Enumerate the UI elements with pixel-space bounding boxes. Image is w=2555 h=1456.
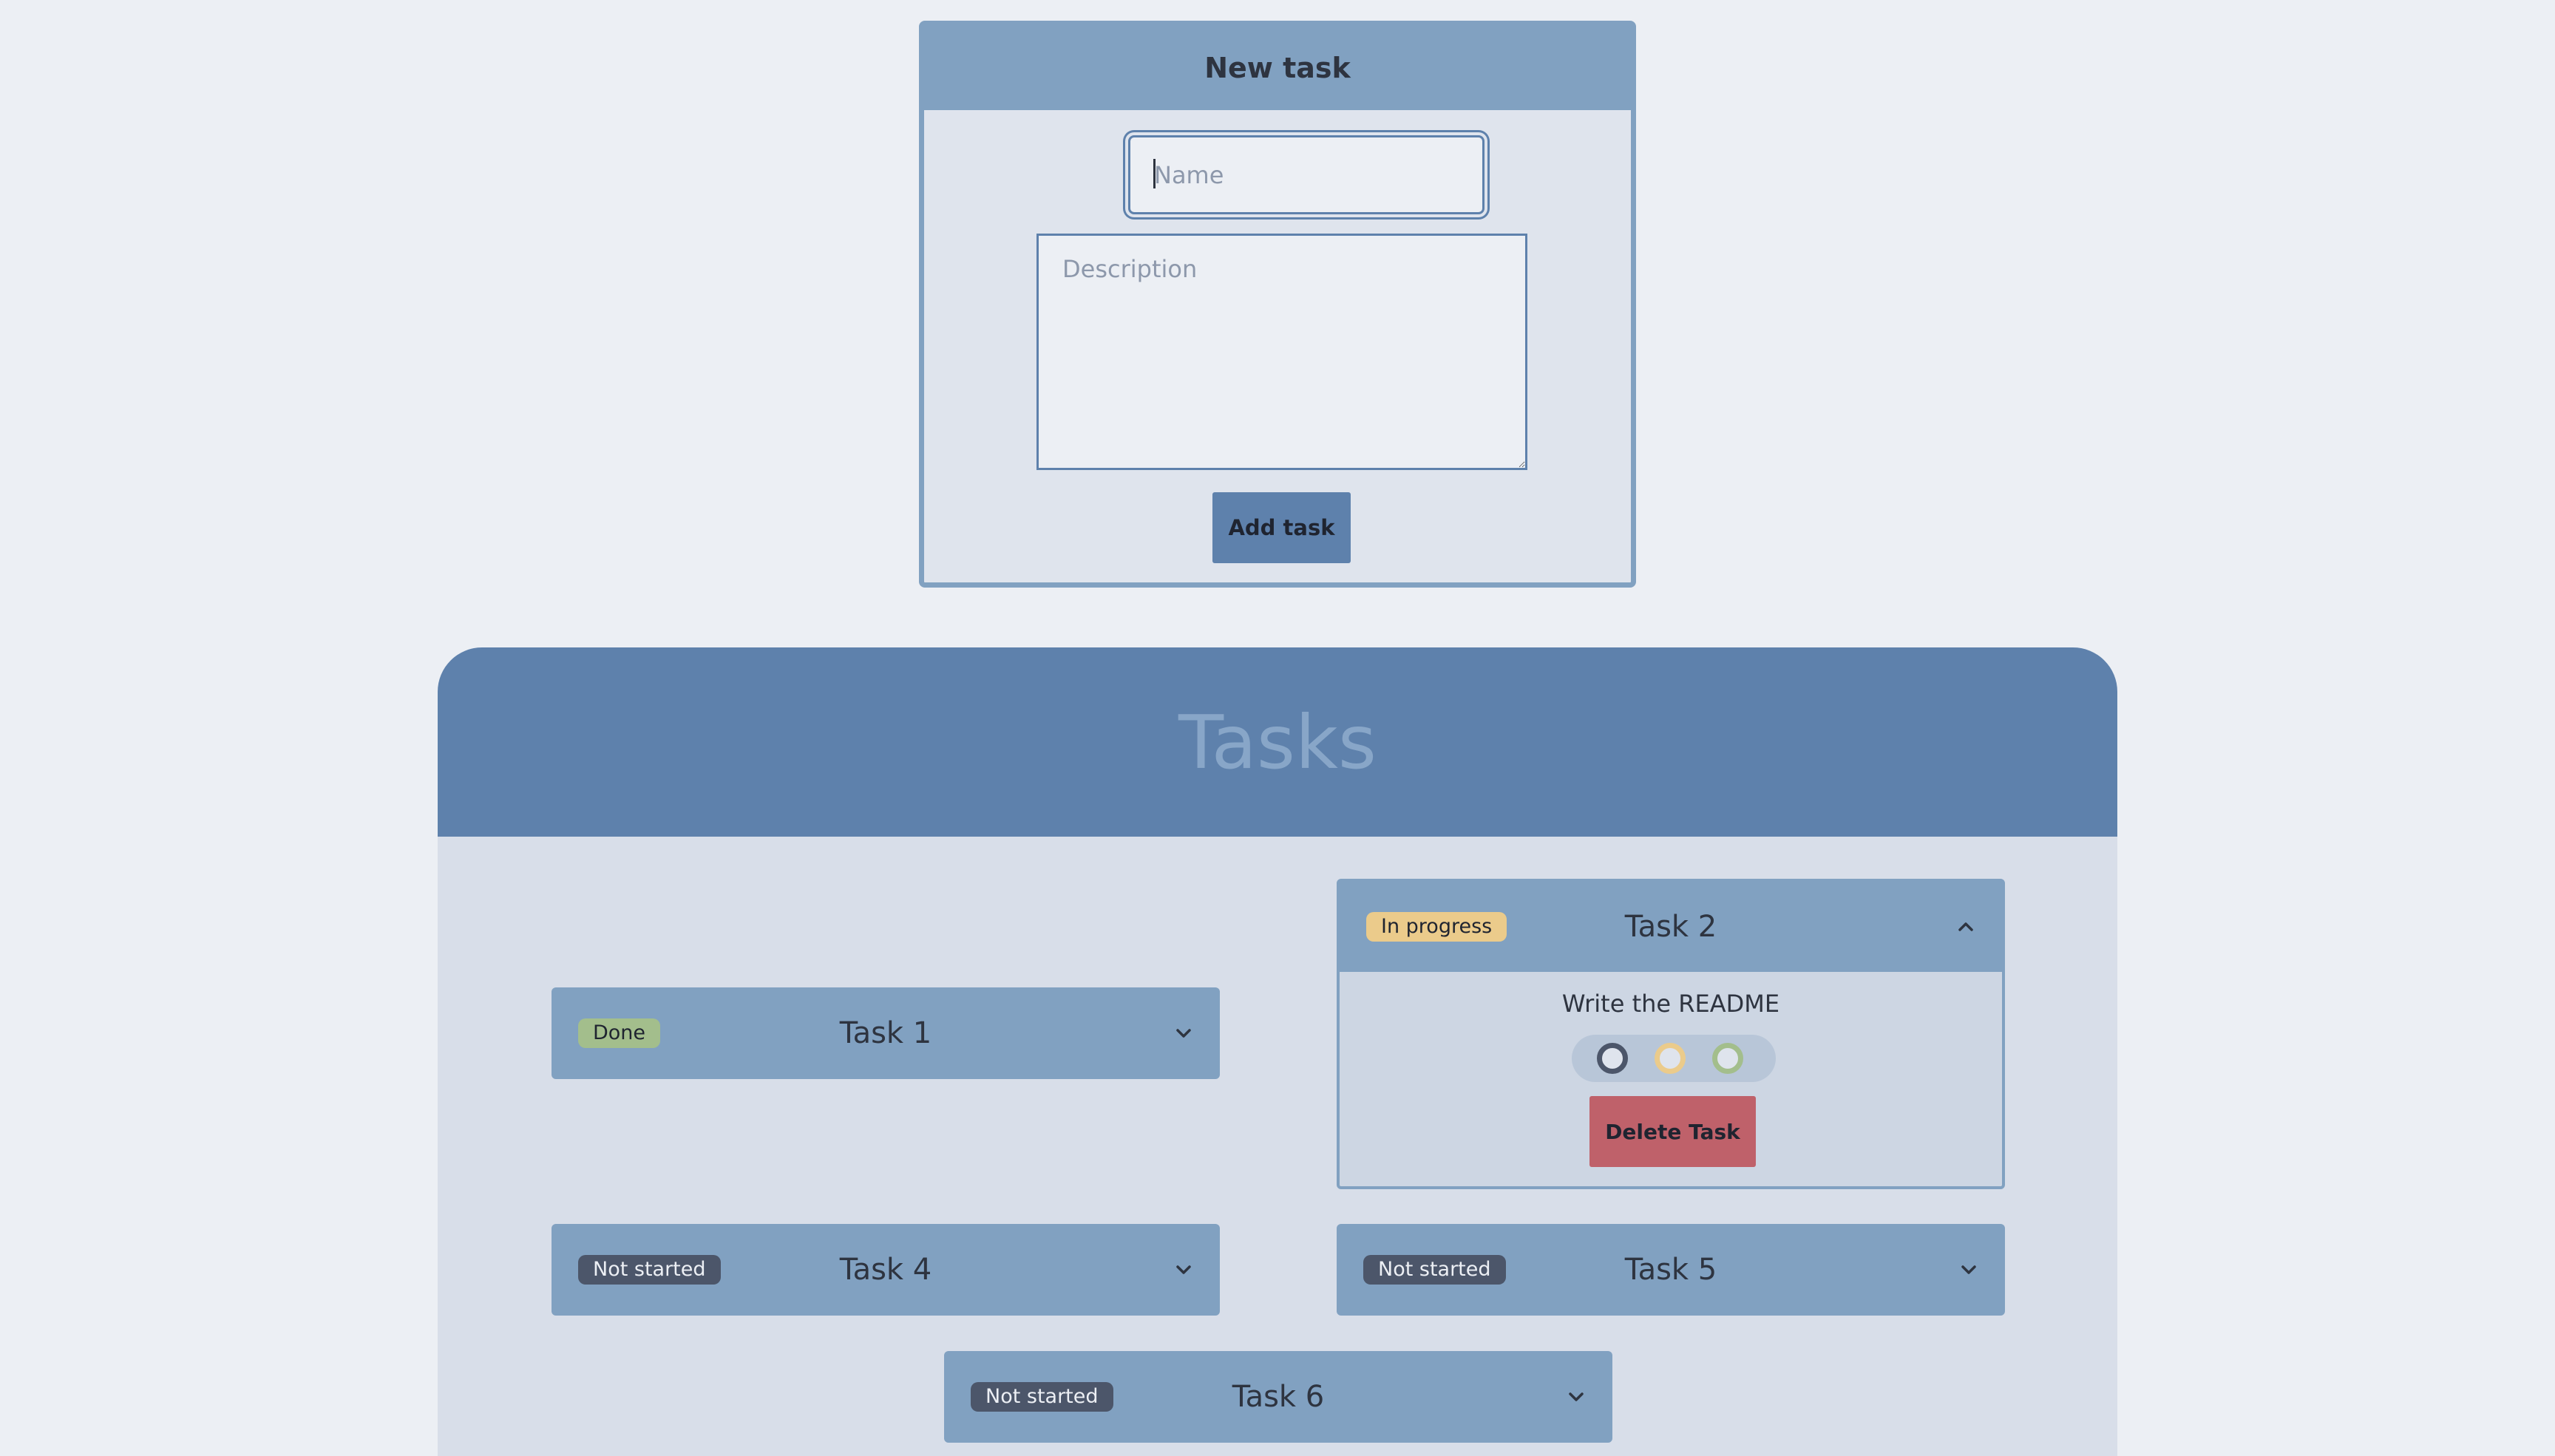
task-name: Task 4 xyxy=(839,1253,932,1287)
task-card[interactable]: Not started Task 5 xyxy=(1337,1224,2005,1316)
status-badge: In progress xyxy=(1366,912,1507,942)
tasks-header: Tasks xyxy=(438,647,2117,837)
add-task-button[interactable]: Add task xyxy=(1212,492,1351,563)
chevron-down-icon[interactable] xyxy=(1173,1259,1195,1281)
status-badge: Done xyxy=(578,1018,661,1048)
status-picker xyxy=(1572,1035,1776,1082)
task-card[interactable]: Done Task 1 xyxy=(552,987,1220,1079)
description-input[interactable] xyxy=(1036,234,1527,470)
status-option-not-started[interactable] xyxy=(1597,1043,1628,1074)
task-name: Task 1 xyxy=(839,1016,932,1050)
task-card[interactable]: Not started Task 6 xyxy=(944,1351,1612,1443)
tasks-title: Tasks xyxy=(1178,698,1377,786)
text-cursor xyxy=(1153,159,1156,188)
status-option-in-progress[interactable] xyxy=(1655,1043,1686,1074)
name-input[interactable] xyxy=(1128,135,1485,214)
form-header: New task xyxy=(924,26,1631,110)
chevron-down-icon[interactable] xyxy=(1173,1022,1195,1044)
task-card-header[interactable]: In progress Task 2 xyxy=(1340,882,2002,972)
delete-task-button[interactable]: Delete Task xyxy=(1589,1096,1756,1167)
task-description: Write the README xyxy=(1561,990,1780,1018)
status-option-done[interactable] xyxy=(1712,1043,1743,1074)
status-badge: Not started xyxy=(578,1255,721,1285)
chevron-up-icon[interactable] xyxy=(1955,916,1977,938)
status-badge: Not started xyxy=(1363,1255,1506,1285)
task-name: Task 5 xyxy=(1624,1253,1717,1287)
form-title: New task xyxy=(1204,52,1351,84)
status-badge: Not started xyxy=(971,1382,1113,1412)
tasks-panel: Tasks Done Task 1 In progress Task 2 Wri… xyxy=(438,647,2117,1456)
task-name: Task 6 xyxy=(1232,1380,1325,1414)
chevron-down-icon[interactable] xyxy=(1565,1386,1587,1408)
chevron-down-icon[interactable] xyxy=(1958,1259,1980,1281)
new-task-form: New task Add task xyxy=(919,21,1636,588)
task-card[interactable]: Not started Task 4 xyxy=(552,1224,1220,1316)
task-name: Task 2 xyxy=(1624,910,1717,944)
task-card-expanded: In progress Task 2 Write the README Dele… xyxy=(1337,879,2005,1189)
